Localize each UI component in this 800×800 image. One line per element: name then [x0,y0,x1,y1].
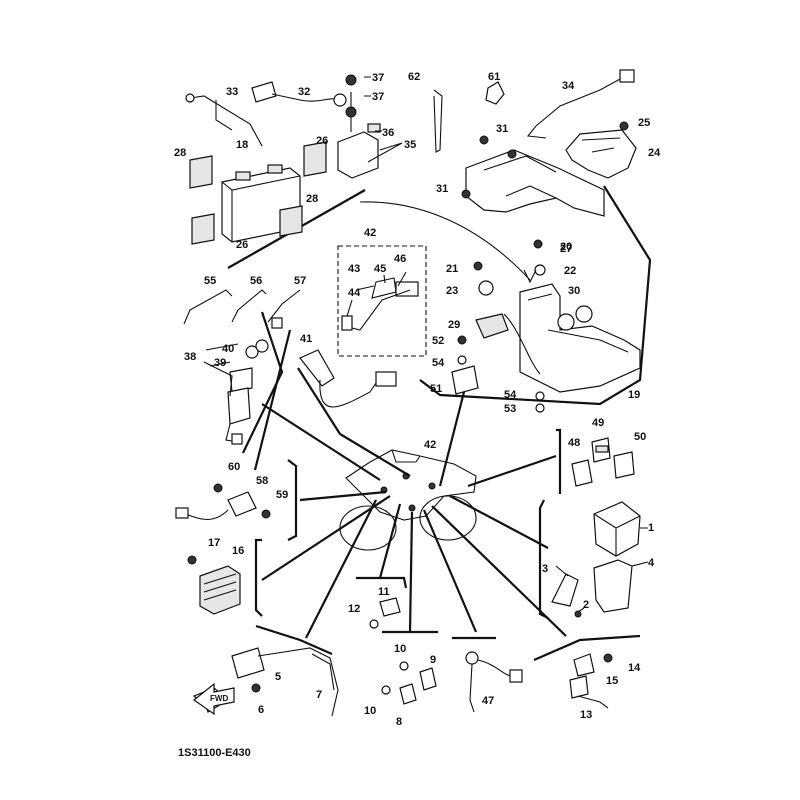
callout-10a: 10 [394,643,406,655]
callout-57: 57 [294,275,306,287]
forward-arrow-icon: FWD [192,682,235,716]
switch-8-group [381,661,437,705]
callout-42b: 42 [424,439,436,451]
sensor-47-group [465,651,523,713]
callout-43: 43 [348,263,360,275]
callout-56: 56 [250,275,262,287]
regulator-group [187,555,241,615]
callout-22: 22 [564,265,576,277]
callout-31b: 31 [436,183,448,195]
callout-53: 53 [504,403,516,415]
sensor-58-group [175,483,271,521]
callout-58: 58 [256,475,268,487]
callout-51: 51 [430,383,442,395]
callout-25: 25 [638,117,650,129]
callout-32: 32 [298,86,310,98]
callout-37a: 37 [372,72,384,84]
callout-12: 12 [348,603,360,615]
harness-detail-box [337,245,427,357]
callout-19: 19 [628,389,640,401]
cdi-unit-group [551,501,649,618]
main-switch-group [203,329,292,471]
callout-49: 49 [592,417,604,429]
callout-38: 38 [184,351,196,363]
callout-40: 40 [222,343,234,355]
callout-36: 36 [382,127,394,139]
callout-37b: 37 [372,91,384,103]
callout-29: 29 [448,319,460,331]
sensor-group [299,349,397,408]
relay-group [571,437,635,487]
callout-34: 34 [562,80,575,92]
callout-27: 27 [560,243,572,255]
callout-26a: 26 [316,135,328,147]
group-brackets [254,428,641,662]
callout-33: 33 [226,86,238,98]
callout-54b: 54 [504,389,517,401]
leader-lines [261,391,567,639]
callout-6: 6 [258,704,264,716]
callout-60: 60 [228,461,240,473]
battery-group [185,74,403,454]
callout-28a: 28 [174,147,186,159]
callout-61: 61 [488,71,500,83]
callout-labels: 1 2 3 4 5 6 7 8 9 10 10 11 12 13 14 15 1… [174,71,661,728]
callout-20: 20 [560,241,572,253]
drawing-code: 1S31100-E430 [178,747,251,759]
motorcycle-silhouette [339,449,477,551]
callout-55: 55 [204,275,216,287]
sensor-11-group [369,597,401,629]
callout-1: 1 [648,522,654,534]
callout-46: 46 [394,253,406,265]
callout-15: 15 [606,675,618,687]
callout-24: 24 [648,147,661,159]
callout-42a: 42 [364,227,376,239]
callout-8: 8 [396,716,402,728]
callout-28b: 28 [306,193,318,205]
callout-44: 44 [348,287,361,299]
callout-59: 59 [276,489,288,501]
callout-41: 41 [300,333,312,345]
callout-30: 30 [568,285,580,297]
callout-52: 52 [432,335,444,347]
callout-50: 50 [634,431,646,443]
callout-2: 2 [583,599,589,611]
sensor-13-group [569,653,613,709]
callout-35: 35 [404,139,416,151]
callout-11: 11 [378,586,390,598]
bracket-group [461,121,637,249]
callout-18: 18 [236,139,248,151]
callout-13: 13 [580,709,592,721]
tie-cables-group [183,289,301,329]
callout-14: 14 [628,662,641,674]
callout-7: 7 [316,689,322,701]
callout-4: 4 [648,557,655,569]
forward-arrow-label: FWD [210,694,228,703]
callout-23: 23 [446,285,458,297]
callout-47: 47 [482,695,494,707]
callout-21: 21 [446,263,458,275]
callout-62: 62 [408,71,420,83]
callout-31a: 31 [496,123,508,135]
callout-3: 3 [542,563,548,575]
callout-26b: 26 [236,239,248,251]
callout-9: 9 [430,654,436,666]
callout-10b: 10 [364,705,376,717]
callout-5: 5 [275,671,281,683]
callout-39: 39 [214,357,226,369]
callout-45: 45 [374,263,386,275]
callout-16: 16 [232,545,244,557]
callout-48: 48 [568,437,580,449]
callout-17: 17 [208,537,220,549]
battery-box-group [359,185,652,413]
cable-group [433,69,635,153]
callout-54a: 54 [432,357,445,369]
